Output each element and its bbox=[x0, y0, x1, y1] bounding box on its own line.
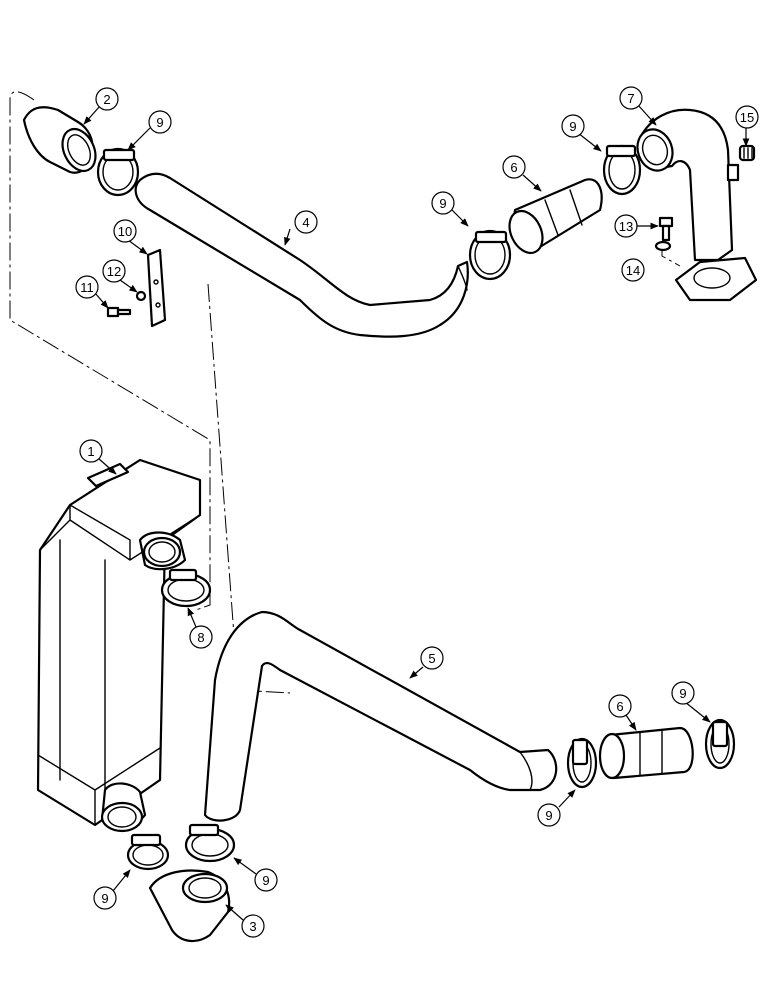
callout-4-label: 4 bbox=[302, 215, 309, 230]
callout-9-d-label: 9 bbox=[679, 686, 686, 701]
callout-9-a: 9 bbox=[148, 110, 172, 134]
lower-elbow-hose bbox=[148, 869, 231, 943]
callout-3: 3 bbox=[241, 914, 265, 938]
callout-6-lower-label: 6 bbox=[616, 699, 623, 714]
callout-8-label: 8 bbox=[197, 630, 204, 645]
callout-6-upper: 6 bbox=[502, 155, 526, 179]
callout-9-e: 9 bbox=[537, 803, 561, 827]
hose-clamps-upper bbox=[96, 144, 642, 281]
lower-coupling-hose bbox=[598, 726, 694, 780]
callout-6-lower: 6 bbox=[608, 694, 632, 718]
callout-7-label: 7 bbox=[627, 91, 634, 106]
callout-1-label: 1 bbox=[87, 444, 94, 459]
callout-2-label: 2 bbox=[103, 92, 110, 107]
callout-5: 5 bbox=[420, 646, 444, 670]
core-inlet-clamp bbox=[160, 568, 212, 608]
callout-13-label: 13 bbox=[619, 219, 633, 234]
callout-12: 12 bbox=[102, 259, 126, 283]
mounting-bracket-parts bbox=[106, 248, 167, 328]
callout-10-label: 10 bbox=[118, 224, 132, 239]
hose-clamps-lower bbox=[126, 718, 736, 871]
intercooler-core bbox=[36, 458, 202, 833]
upper-charge-air-tube bbox=[134, 172, 469, 338]
callout-9-b: 9 bbox=[431, 191, 455, 215]
callout-11-label: 11 bbox=[80, 280, 94, 295]
leader-lines bbox=[83, 104, 750, 921]
callout-9-a-label: 9 bbox=[156, 115, 163, 130]
callout-6-upper-label: 6 bbox=[510, 160, 517, 175]
callout-15-label: 15 bbox=[740, 110, 754, 125]
callout-12-label: 12 bbox=[107, 264, 121, 279]
callout-3-label: 3 bbox=[249, 919, 256, 934]
upper-coupling-hose bbox=[508, 178, 603, 255]
callout-9-c-label: 9 bbox=[569, 119, 576, 134]
upper-elbow-hose bbox=[22, 106, 97, 174]
bolt-and-washer bbox=[654, 216, 674, 252]
outlet-elbow-pipe bbox=[636, 108, 758, 302]
callout-9-c: 9 bbox=[561, 114, 585, 138]
callout-7: 7 bbox=[619, 86, 643, 110]
callout-9-f: 9 bbox=[93, 886, 117, 910]
callout-1: 1 bbox=[79, 439, 103, 463]
callout-4: 4 bbox=[294, 210, 318, 234]
callout-9-e-label: 9 bbox=[545, 808, 552, 823]
callout-9-g: 9 bbox=[254, 868, 278, 892]
callout-9-b-label: 9 bbox=[439, 196, 446, 211]
callout-9-f-label: 9 bbox=[101, 891, 108, 906]
callout-5-label: 5 bbox=[428, 651, 435, 666]
callout-14: 14 bbox=[621, 258, 645, 282]
callout-10: 10 bbox=[113, 219, 137, 243]
callout-13: 13 bbox=[614, 214, 638, 238]
threaded-plug bbox=[738, 144, 756, 162]
callout-14-label: 14 bbox=[626, 263, 640, 278]
callout-9-d: 9 bbox=[671, 681, 695, 705]
callout-8: 8 bbox=[189, 625, 213, 649]
callout-2: 2 bbox=[95, 87, 119, 111]
callout-15: 15 bbox=[735, 105, 759, 129]
callout-9-g-label: 9 bbox=[262, 873, 269, 888]
callout-11: 11 bbox=[75, 275, 99, 299]
lower-charge-air-tube bbox=[203, 610, 558, 822]
